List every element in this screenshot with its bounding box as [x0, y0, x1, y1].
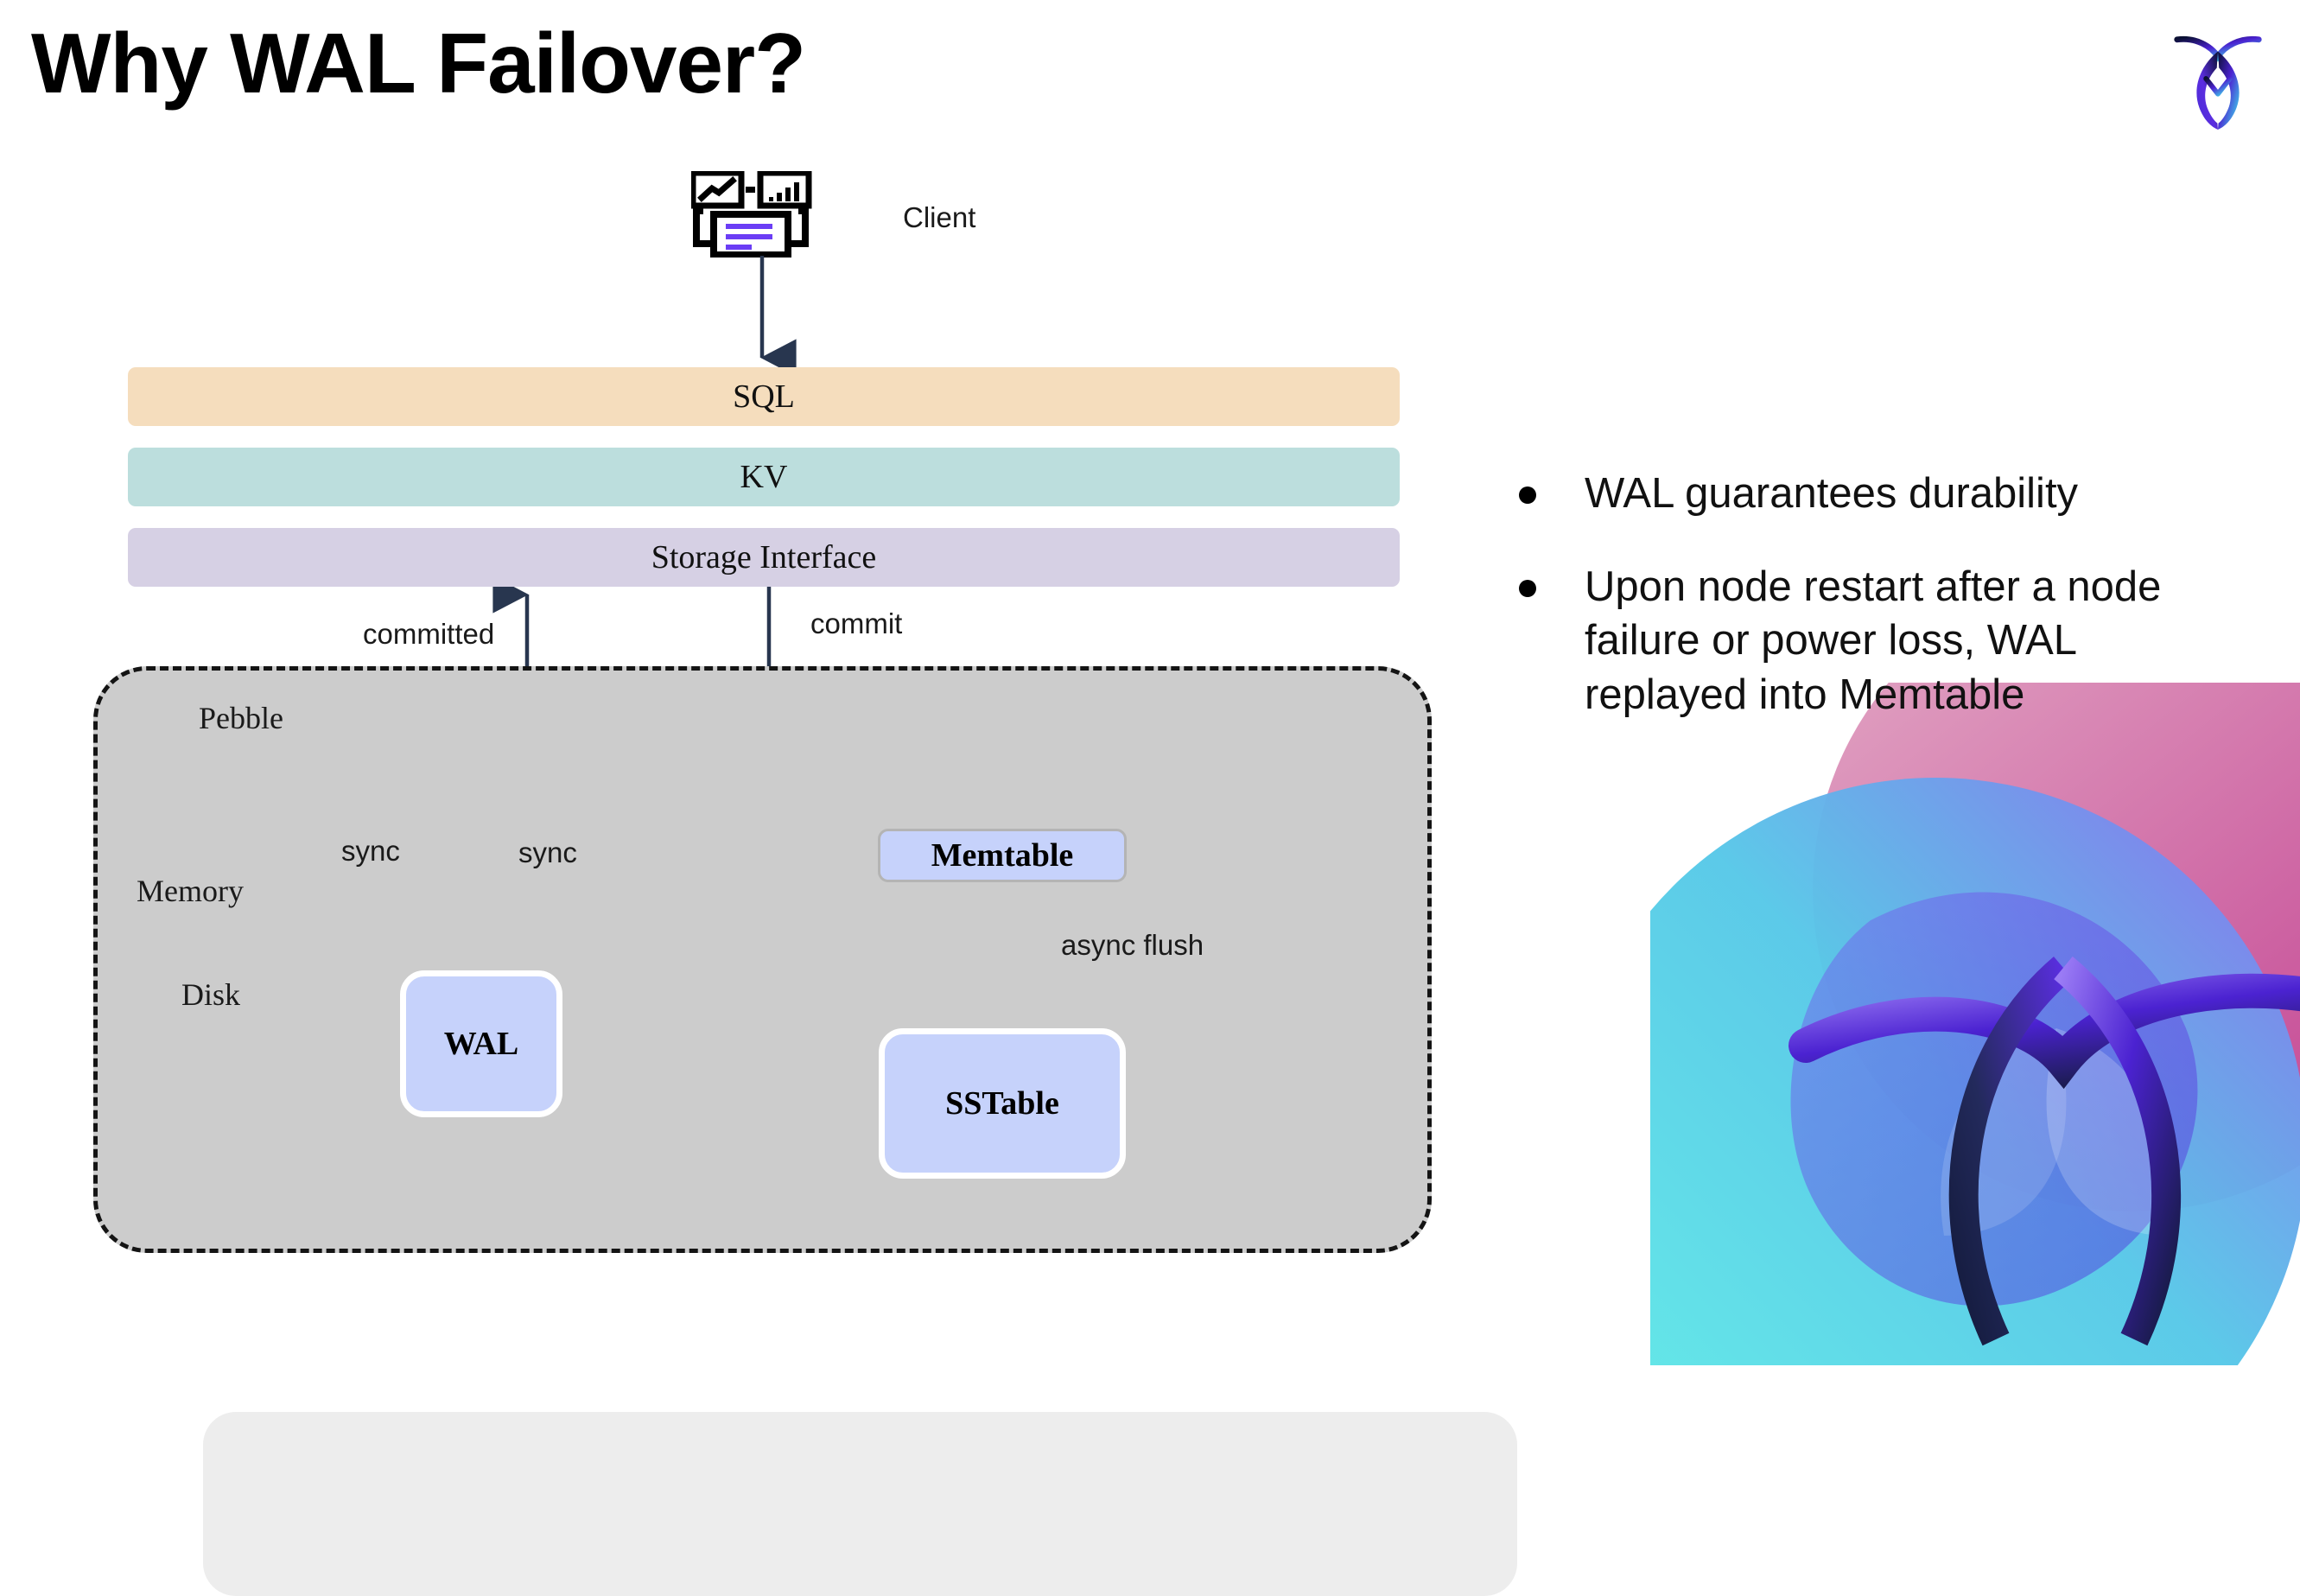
layer-bar-sql: SQL [128, 367, 1400, 426]
cockroachdb-logo-icon [2174, 35, 2262, 130]
pebble-label: Pebble [199, 701, 283, 735]
edge-label-committed: committed [363, 618, 495, 650]
list-item: Upon node restart after a node failure o… [1519, 560, 2236, 722]
page-title: Why WAL Failover? [31, 16, 806, 111]
memory-region [203, 1412, 1517, 1596]
bullet-text: Upon node restart after a node failure o… [1585, 563, 2162, 718]
pebble-container [93, 666, 1517, 1596]
memory-label: Memory [137, 874, 244, 908]
bullet-dot-icon [1519, 580, 1536, 598]
bullet-list: WAL guarantees durability Upon node rest… [1519, 467, 2236, 761]
list-item: WAL guarantees durability [1519, 467, 2236, 520]
box-memtable: Memtable [878, 829, 1127, 882]
layer-bar-storage: Storage Interface [128, 528, 1400, 587]
disk-label: Disk [181, 977, 241, 1012]
layer-bar-kv: KV [128, 448, 1400, 506]
edge-label-sync-left: sync [341, 835, 400, 867]
edge-label-sync-right: sync [518, 836, 577, 868]
box-sstable: SSTable [879, 1028, 1126, 1179]
box-wal: WAL [400, 970, 562, 1117]
bullet-dot-icon [1519, 486, 1536, 504]
edge-label-async-flush: async flush [1061, 929, 1204, 961]
client-analytics-icon [691, 171, 812, 258]
edge-label-commit: commit [810, 607, 903, 639]
client-label: Client [903, 201, 976, 233]
bullet-text: WAL guarantees durability [1585, 470, 2079, 517]
